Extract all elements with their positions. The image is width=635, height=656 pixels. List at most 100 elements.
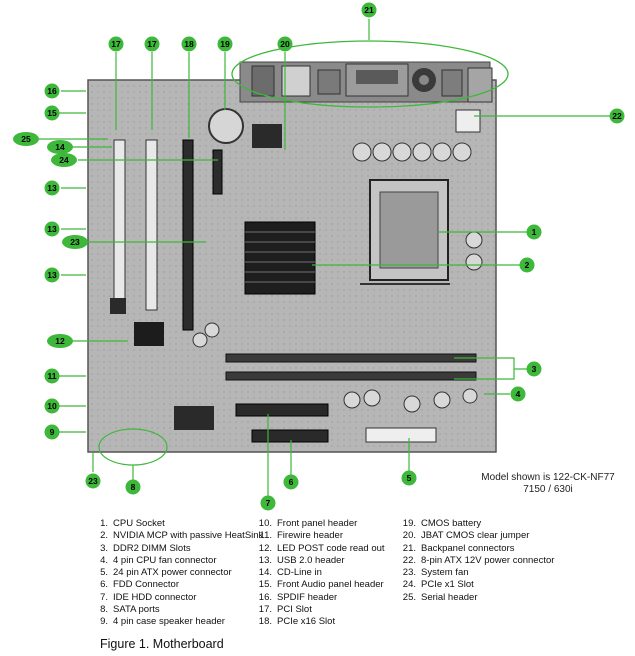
callout-20-label: 20	[280, 39, 290, 49]
callout-5	[401, 470, 417, 486]
callout-23-b-label: 23	[70, 237, 80, 247]
callout-8	[125, 479, 141, 495]
callout-13-a	[44, 221, 60, 237]
callout-15-label: 15	[47, 108, 57, 118]
callout-17-a	[108, 36, 124, 52]
fdd-connector	[251, 429, 329, 443]
legend-item: 18.PCIe x16 Slot	[258, 616, 336, 628]
callout-3-label: 3	[532, 364, 537, 374]
callout-7-label: 7	[266, 498, 271, 508]
callout-21	[361, 2, 377, 18]
pci-slot-1	[113, 139, 126, 311]
post-led-display	[134, 322, 164, 346]
legend-item: 24.PCIe x1 Slot	[402, 579, 474, 591]
backpanel-highlight	[231, 40, 509, 108]
legend-item: 23.System fan	[402, 567, 469, 579]
legend-column-2: 10.Front panel header 11.Firewire header…	[254, 518, 385, 629]
dimm-slot-1	[225, 353, 477, 363]
callout-20	[277, 36, 293, 52]
callout-8-label: 8	[131, 482, 136, 492]
callout-18	[181, 36, 197, 52]
callout-11	[44, 368, 60, 384]
atx-8pin-connector	[455, 109, 481, 133]
callout-1-label: 1	[532, 227, 537, 237]
callout-leaders	[36, 19, 610, 498]
legend-item: 9.4 pin case speaker header	[100, 616, 225, 628]
callout-2	[519, 257, 535, 273]
callout-23-a	[85, 473, 101, 489]
model-note-line-1: Model shown is 122-CK-NF77	[481, 472, 615, 483]
callout-2-label: 2	[525, 260, 530, 270]
callout-19	[217, 36, 233, 52]
legend-column-3: 19.CMOS battery 20.JBAT CMOS clear jumpe…	[398, 518, 555, 604]
legend-item: 14.CD-Line in	[258, 567, 322, 579]
legend-item: 22.8-pin ATX 12V power connector	[402, 554, 555, 566]
callout-13-b	[44, 180, 60, 196]
legend-item: 13.USB 2.0 header	[258, 554, 345, 566]
callout-15	[44, 105, 60, 121]
callout-3	[526, 361, 542, 377]
dimm-slot-2	[225, 371, 477, 381]
legend-item: 16.SPDIF header	[258, 591, 338, 603]
motherboard-figure: 1 2 3 4 5 6 7 8 9 10 11 12 13 13 13 14 1…	[13, 2, 625, 511]
legend-item: 8.SATA ports	[100, 604, 160, 616]
callout-23-a-label: 23	[88, 476, 98, 486]
callout-12	[47, 334, 73, 348]
callout-9-label: 9	[50, 427, 55, 437]
legend-item: 2.NVIDIA MCP with passive HeatSink	[100, 530, 264, 542]
callout-4-label: 4	[516, 389, 521, 399]
callout-14	[47, 140, 73, 154]
legend-item: 19.CMOS battery	[402, 518, 482, 529]
callout-13-b-label: 13	[47, 183, 57, 193]
callout-24	[51, 153, 77, 167]
figure-caption: Figure 1. Motherboard	[100, 637, 224, 651]
legend-item: 3.DDR2 DIMM Slots	[100, 542, 191, 554]
callout-17-a-label: 17	[111, 39, 121, 49]
legend-item: 6.FDD Connector	[100, 579, 179, 591]
legend-item: 20.JBAT CMOS clear jumper	[402, 530, 530, 542]
callout-14-label: 14	[55, 142, 65, 152]
model-note-line-2: 7150 / 630i	[523, 484, 573, 495]
legend-item: 12.LED POST code read out	[258, 542, 385, 554]
legend-item: 1.CPU Socket	[100, 518, 165, 529]
motherboard-image	[87, 61, 497, 453]
pcie-x1-slot	[212, 149, 223, 195]
callout-25-label: 25	[21, 134, 31, 144]
cmos-battery	[208, 108, 244, 144]
legend-item: 17.PCI Slot	[258, 604, 312, 616]
legend-item: 4.4 pin CPU fan connector	[100, 554, 217, 566]
callout-6-label: 6	[289, 477, 294, 487]
pcie-x16-slot	[182, 139, 194, 331]
callout-9	[44, 424, 60, 440]
callout-22-label: 22	[612, 111, 622, 121]
callout-13-c	[44, 267, 60, 283]
callout-4	[510, 386, 526, 402]
callout-10	[44, 398, 60, 414]
callout-12-label: 12	[55, 336, 65, 346]
model-note: Model shown is 122-CK-NF77 7150 / 630i	[468, 472, 628, 496]
legend-item: 10.Front panel header	[258, 518, 358, 529]
pci-slot-2	[145, 139, 158, 311]
callout-13-a-label: 13	[47, 224, 57, 234]
callout-10-label: 10	[47, 401, 57, 411]
callout-18-label: 18	[184, 39, 194, 49]
callout-25	[13, 132, 39, 146]
callout-11-label: 11	[48, 371, 57, 381]
callout-16-label: 16	[47, 86, 57, 96]
chipset-heatsink	[244, 221, 316, 295]
legend-item: 5.24 pin ATX power connector	[100, 567, 232, 579]
callout-22	[609, 108, 625, 124]
legend-item: 11.Firewire header	[259, 530, 343, 542]
legend-item: 25.Serial header	[402, 591, 478, 603]
callout-16	[44, 83, 60, 99]
callout-19-label: 19	[220, 39, 230, 49]
callout-21-label: 21	[364, 5, 374, 15]
atx-24pin-connector	[365, 427, 437, 443]
legend-column-1: 1.CPU Socket 2.NVIDIA MCP with passive H…	[90, 518, 263, 629]
callout-17-b-label: 17	[147, 39, 157, 49]
legend-item: 7.IDE HDD connector	[100, 591, 197, 603]
callout-17-b	[144, 36, 160, 52]
legend-item: 21.Backpanel connectors	[402, 542, 515, 554]
callout-24-label: 24	[59, 155, 69, 165]
legend-item: 15.Front Audio panel header	[258, 579, 384, 591]
